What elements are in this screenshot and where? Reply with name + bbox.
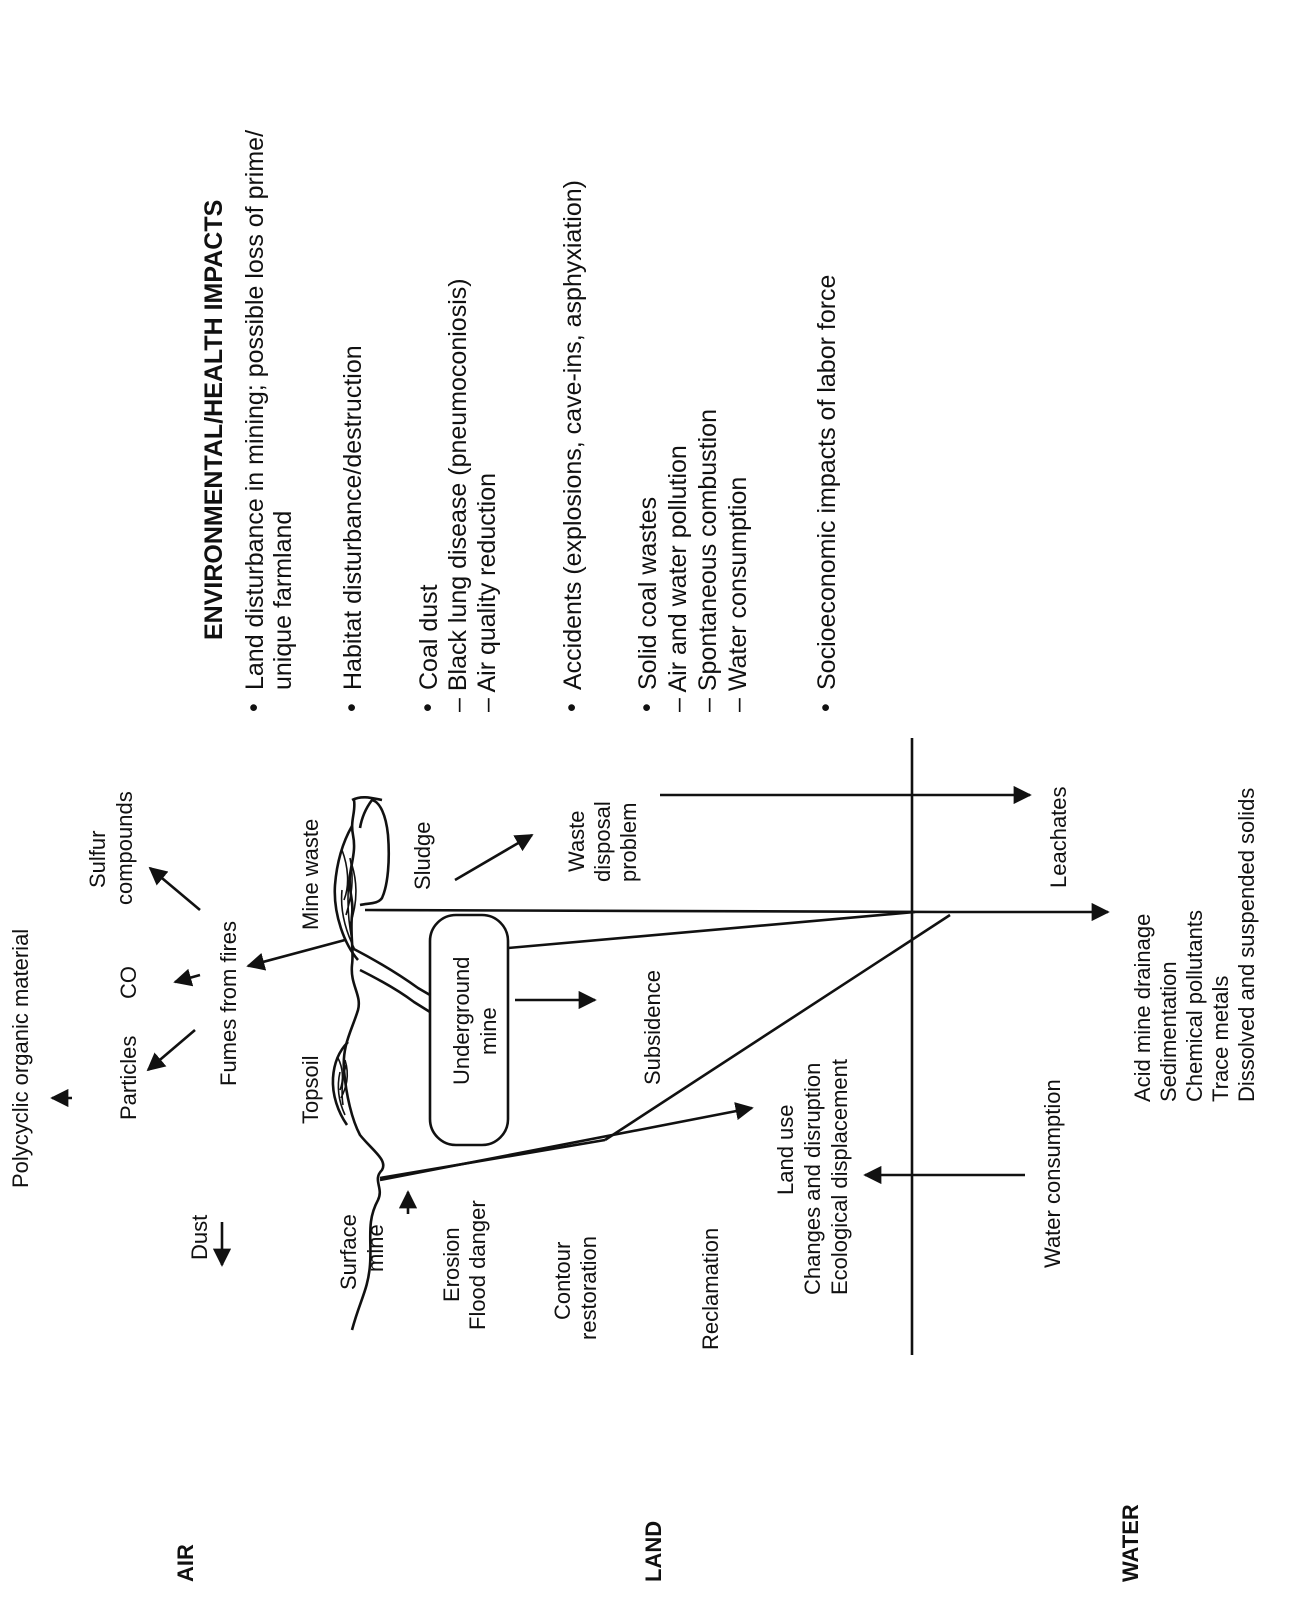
impact-line: Accidents (explosions, cave-ins, asphyxi… <box>559 180 587 690</box>
impact-item-socioeconomic: • Socioeconomic impacts of labor force <box>812 275 841 712</box>
label-leachates: Leachates <box>1046 786 1071 888</box>
label-dust: Dust <box>187 1215 212 1260</box>
impact-bullet: • <box>414 703 442 712</box>
impact-subline: – Black lung disease (pneumoconiosis) <box>444 278 472 712</box>
mine-shaft-b <box>360 970 430 1012</box>
arrow-to-sulfur <box>150 868 200 910</box>
sludge-rim <box>352 797 382 800</box>
impact-item-coal-dust: • Coal dust – Black lung disease (pneumo… <box>414 278 501 712</box>
impact-bullet: • <box>633 703 661 712</box>
impact-item-habitat: • Habitat disturbance/destruction <box>338 345 367 712</box>
pollutant-item: Acid mine drainage <box>1130 914 1155 1102</box>
impact-line: unique farmland <box>269 511 297 690</box>
impact-line: Coal dust <box>415 584 443 690</box>
label-waste-disposal-1: Waste <box>564 810 589 872</box>
label-ecological-displacement: Ecological displacement <box>827 1059 852 1295</box>
impact-bullet: • <box>812 703 840 712</box>
label-land-use: Land use <box>773 1104 798 1195</box>
impact-bullet: • <box>558 703 586 712</box>
impact-subline: – Water consumption <box>724 477 752 712</box>
impacts-heading: ENVIRONMENTAL/HEALTH IMPACTS <box>200 200 228 640</box>
label-fumes-from-fires: Fumes from fires <box>216 921 241 1086</box>
zone-label-water: WATER <box>1118 1504 1143 1582</box>
pollutant-item: Trace metals <box>1208 976 1233 1102</box>
label-polycyclic-organic-material: Polycyclic organic material <box>8 929 33 1188</box>
label-co: CO <box>116 966 141 999</box>
label-contour-2: restoration <box>576 1236 601 1340</box>
pollutant-item: Chemical pollutants <box>1182 910 1207 1102</box>
arrow-to-fumes <box>248 940 345 966</box>
impact-item-land-disturbance: • Land disturbance in mining; possible l… <box>240 130 297 712</box>
label-topsoil: Topsoil <box>298 1056 323 1124</box>
label-mine-waste: Mine waste <box>298 819 323 930</box>
label-contour-1: Contour <box>550 1242 575 1320</box>
pollutant-item: Dissolved and suspended solids <box>1234 788 1259 1102</box>
label-reclamation: Reclamation <box>698 1228 723 1350</box>
mine-waste-drainage-line <box>365 910 950 912</box>
impact-line: Habitat disturbance/destruction <box>339 345 367 690</box>
zone-label-land: LAND <box>641 1521 666 1582</box>
impact-line: Land disturbance in mining; possible los… <box>241 130 269 690</box>
sludge-pond <box>360 800 389 905</box>
label-surface-mine-1: Surface <box>336 1214 361 1290</box>
impact-bullet: • <box>338 703 366 712</box>
impacts-panel: ENVIRONMENTAL/HEALTH IMPACTS • Land dist… <box>200 130 841 712</box>
impact-line: Solid coal wastes <box>634 497 662 690</box>
arrow-to-particles <box>148 1030 195 1070</box>
label-changes-and-disruption: Changes and disruption <box>800 1063 825 1295</box>
topsoil-pile <box>333 1042 348 1125</box>
arrow-to-waste-disposal <box>455 835 532 880</box>
label-subsidence: Subsidence <box>640 970 665 1085</box>
impact-item-accidents: • Accidents (explosions, cave-ins, asphy… <box>558 180 587 712</box>
label-underground-mine-2: mine <box>476 1007 501 1055</box>
label-particles: Particles <box>116 1036 141 1120</box>
impact-line: Socioeconomic impacts of labor force <box>813 275 841 690</box>
label-surface-mine-2: mine <box>363 1224 388 1272</box>
impact-item-solid-wastes: • Solid coal wastes – Air and water poll… <box>633 409 752 712</box>
label-sludge: Sludge <box>410 821 435 890</box>
arrow-to-land-use <box>380 1108 752 1180</box>
arrow-to-co <box>175 975 200 982</box>
label-underground-mine-1: Underground <box>449 957 474 1085</box>
label-waste-disposal-2: disposal <box>590 801 615 882</box>
label-sulfur-1: Sulfur <box>85 831 110 888</box>
zone-label-air: AIR <box>173 1544 198 1582</box>
label-sulfur-2: compounds <box>112 791 137 905</box>
impact-subline: – Air quality reduction <box>473 473 501 712</box>
underground-drainage-line <box>508 912 915 948</box>
pollutant-item: Sedimentation <box>1156 961 1181 1102</box>
label-water-consumption: Water consumption <box>1040 1079 1065 1268</box>
label-erosion: Erosion <box>439 1227 464 1302</box>
label-flood-danger: Flood danger <box>465 1200 490 1330</box>
label-waste-disposal-3: problem <box>616 803 641 882</box>
impact-bullet: • <box>240 703 268 712</box>
impact-subline: – Spontaneous combustion <box>694 409 722 712</box>
impact-subline: – Air and water pollution <box>664 445 692 712</box>
